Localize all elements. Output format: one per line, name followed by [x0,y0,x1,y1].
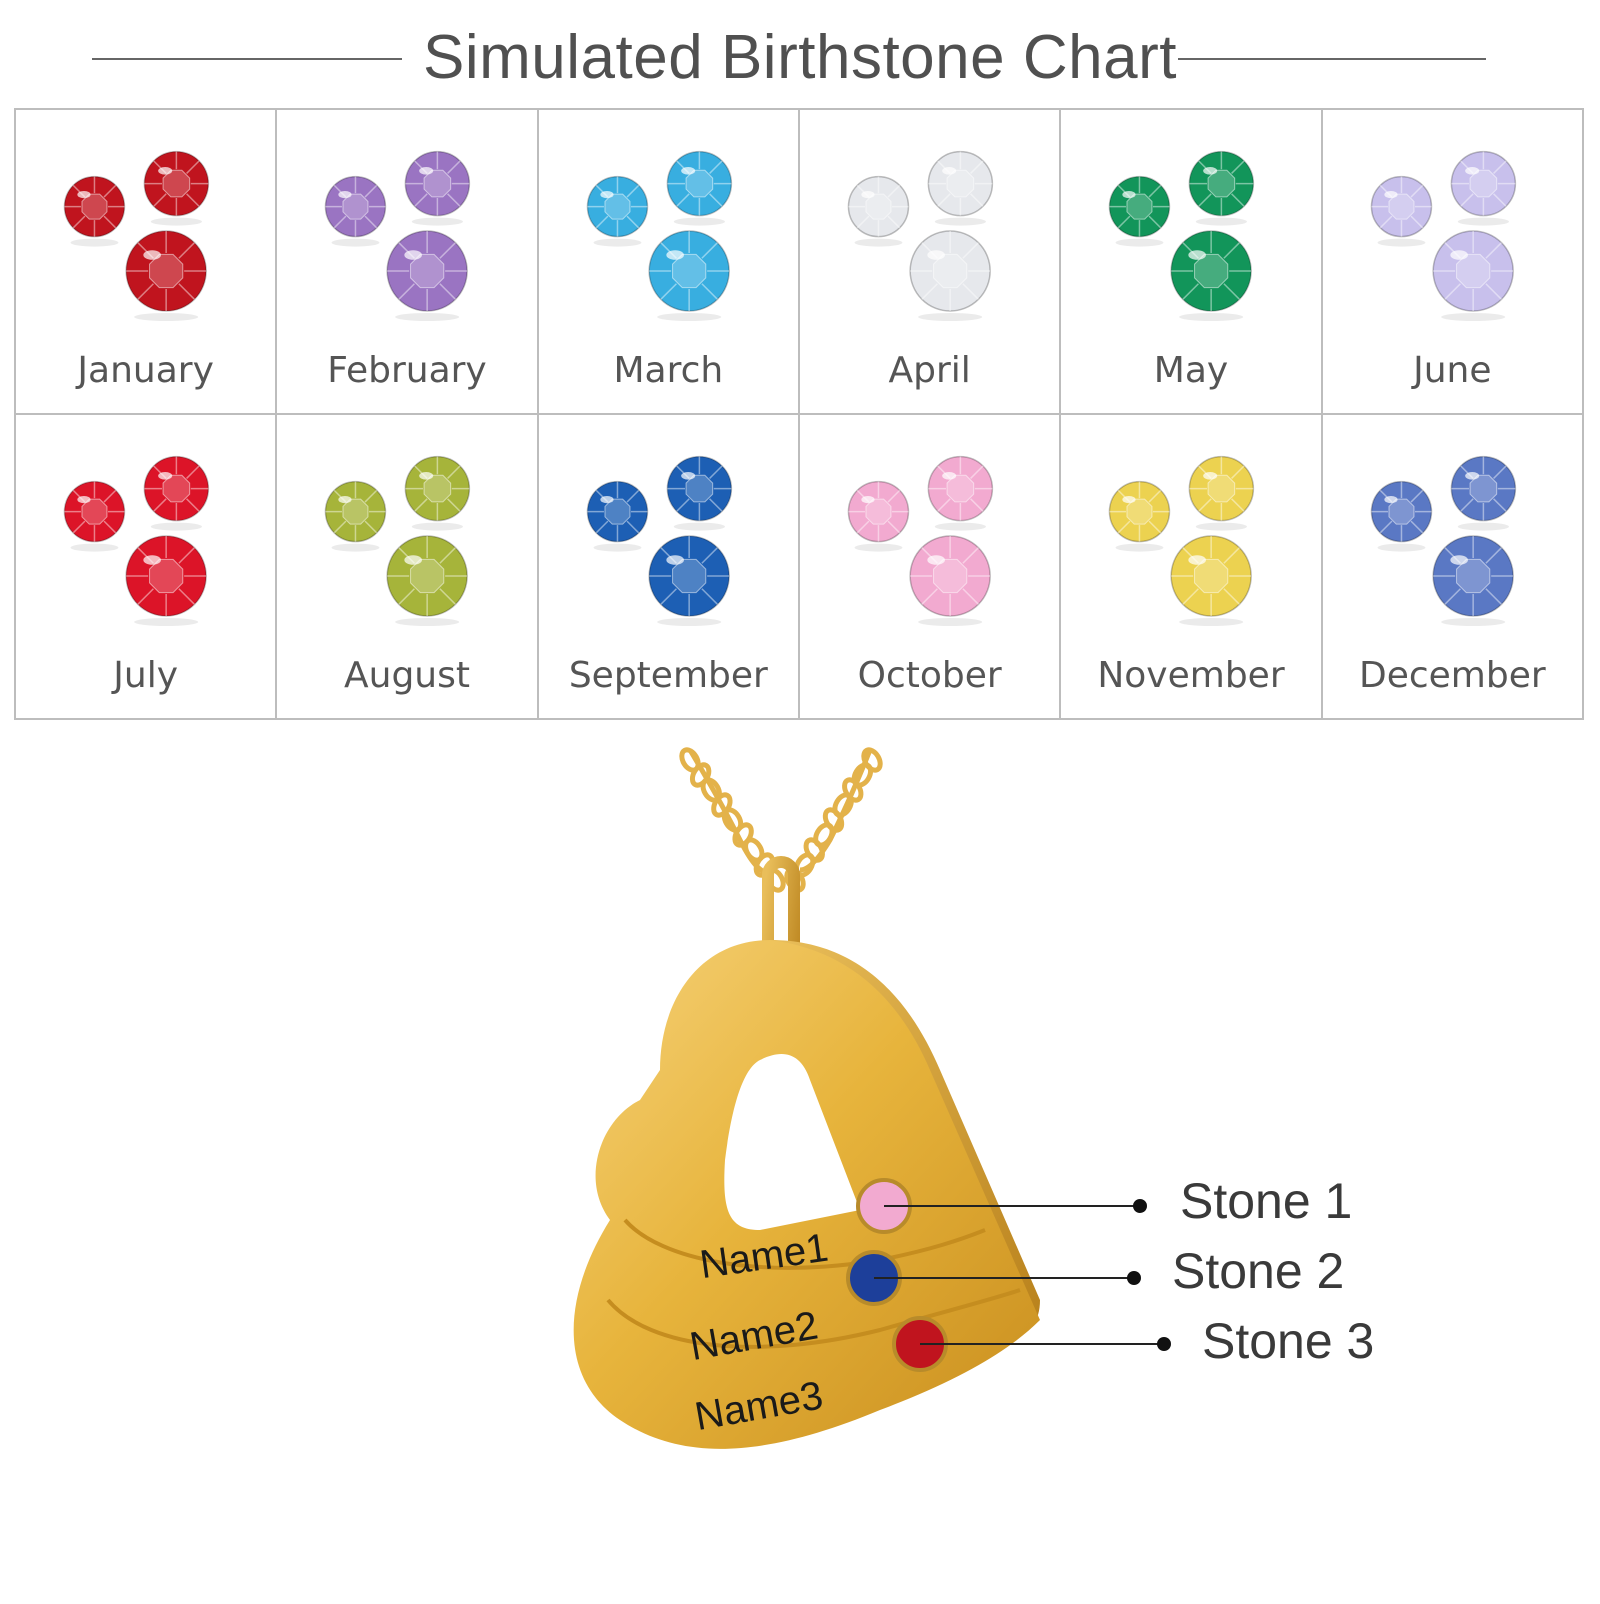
gem-3 [1432,230,1514,312]
gem-3 [386,535,469,617]
gem-1 [847,480,910,543]
gem-3 [648,535,730,617]
gem-2 [1450,150,1516,217]
gem-cluster [63,150,210,321]
gem-3 [1170,535,1253,617]
gem-cluster [1370,150,1516,321]
callout-dots [1127,1199,1171,1351]
stone-label-1: Stone 1 [1180,1173,1353,1229]
birthstone-cell-may: May [1061,110,1323,415]
gem-2 [143,150,210,217]
gem-3 [648,230,730,312]
month-label: July [113,655,179,696]
page-title: Simulated Birthstone Chart [423,23,1177,92]
gem-3 [1432,535,1514,617]
birthstone-cell-january: January [16,110,278,415]
heart-cutout [724,1054,860,1230]
chart-title-row: Simulated Birthstone Chart [0,18,1600,98]
gem-cluster [1370,455,1516,626]
gem-cluster [586,455,732,626]
birthstone-cell-october: October [800,415,1062,720]
gem-3 [909,230,991,312]
month-label: April [888,350,971,391]
birthstone-cell-july: July [16,415,278,720]
gem-cluster [847,150,994,321]
gem-cluster [325,455,471,626]
gem-cluster [847,455,994,626]
gem-1 [1370,175,1432,238]
gem-2 [143,455,210,522]
title-right-rule [1178,58,1486,60]
gem-cluster [586,150,732,321]
month-label: March [613,350,724,391]
gem-3 [909,535,991,617]
month-label: December [1358,655,1546,696]
gem-2 [666,455,732,522]
gem-1 [1109,480,1171,543]
gem-cluster [325,150,471,321]
gem-1 [586,480,648,543]
stone-label-2: Stone 2 [1172,1243,1345,1299]
heart-ridge-2 [606,1288,1021,1349]
month-label: November [1097,655,1285,696]
month-label: May [1153,350,1229,391]
callout-lines [874,1205,1164,1345]
chain [679,747,883,893]
gem-1 [325,480,387,543]
gem-cluster [1109,455,1255,626]
stone-label-3: Stone 3 [1202,1313,1375,1369]
month-label: June [1413,350,1492,391]
gem-1 [1370,480,1432,543]
pendant-svg: Name1 Name2 Name3 [573,747,1171,1449]
gem-1 [847,175,910,238]
pendant-illustration: Name1 Name2 Name3 Stone 1 Stone 2 Stone … [0,740,1600,1600]
birthstone-cell-march: March [538,110,800,415]
birthstone-cell-april: April [800,110,1062,415]
month-label: August [344,655,470,696]
gem-1 [1109,175,1171,238]
birthstone-cell-november: November [1061,415,1323,720]
gem-1 [325,175,387,238]
birthstone-cell-february: February [277,110,539,415]
gem-2 [1188,455,1255,522]
gem-3 [125,535,207,617]
birthstone-cell-august: August [277,415,539,720]
gem-1 [586,175,648,238]
month-label: October [857,655,1002,696]
gem-1 [63,175,126,238]
gem-2 [927,150,994,217]
gem-cluster [63,455,210,626]
birthstone-cell-june: June [1322,110,1584,415]
title-left-rule [92,58,402,60]
birthstone-cell-september: September [538,415,800,720]
gem-3 [125,230,207,312]
gem-cluster [1109,150,1255,321]
gem-2 [404,150,471,217]
birthstone-cell-december: December [1322,415,1584,720]
gem-2 [927,455,994,522]
gem-2 [666,150,732,217]
heart-ridge-1 [623,1218,986,1270]
month-label: February [327,350,487,391]
gem-3 [1170,230,1253,312]
gem-2 [1188,150,1255,217]
gem-2 [1450,455,1516,522]
gem-3 [386,230,469,312]
gem-1 [63,480,126,543]
month-label: September [568,655,768,696]
month-label: January [77,350,214,391]
gem-2 [404,455,471,522]
